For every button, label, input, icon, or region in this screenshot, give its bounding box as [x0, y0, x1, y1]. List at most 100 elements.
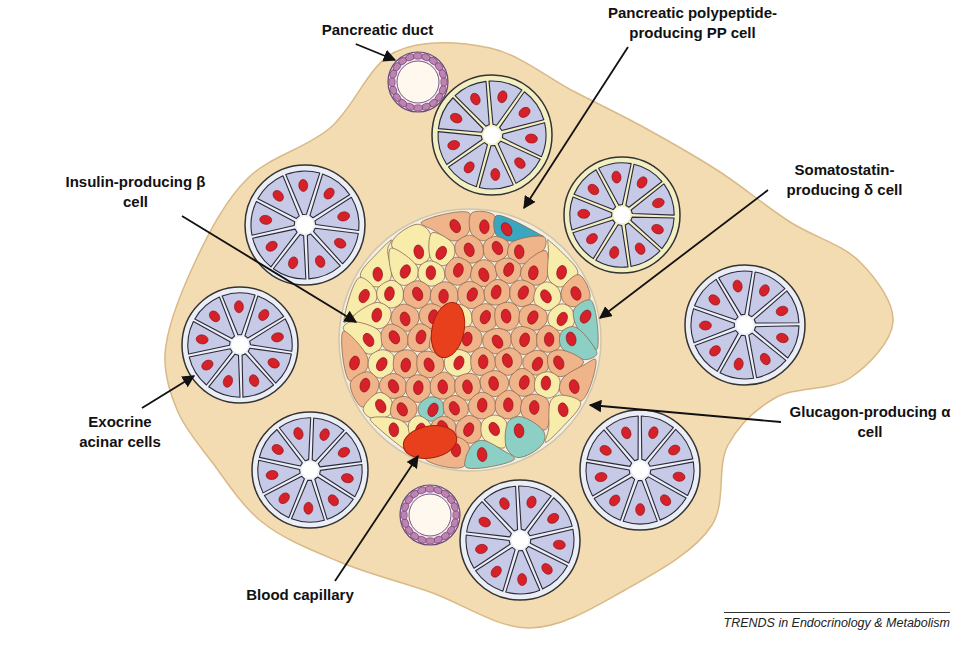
islet-boundary — [339, 209, 601, 471]
acinus-lumen — [296, 216, 313, 233]
duct-lumen — [409, 494, 451, 536]
pancreatic-duct — [400, 485, 460, 545]
cell-nucleus — [413, 380, 424, 395]
duct-cell — [414, 53, 423, 59]
cell-nucleus — [529, 400, 539, 414]
cell-nucleus — [565, 331, 578, 347]
leader-arrow — [590, 405, 781, 422]
endocrine-cell — [495, 302, 520, 330]
cell-nucleus — [426, 402, 440, 419]
acinus-outline — [432, 75, 552, 195]
cell-nucleus — [437, 379, 448, 394]
cell-nucleus — [489, 564, 503, 579]
acinus — [685, 265, 805, 385]
endocrine-cell — [363, 392, 392, 418]
acinar-cell — [484, 486, 517, 531]
cell-nucleus — [266, 470, 279, 481]
acinar-cell — [466, 535, 510, 568]
cell-nucleus — [337, 211, 351, 222]
acinar-cell — [250, 319, 293, 351]
cell-nucleus — [651, 197, 665, 209]
cell-nucleus — [540, 561, 555, 576]
cell-nucleus — [488, 376, 500, 392]
tissue-drawing — [165, 43, 893, 628]
duct-wall — [388, 52, 448, 112]
acinar-cell — [599, 163, 632, 205]
acinar-cell — [586, 462, 630, 496]
cell-nucleus — [667, 443, 682, 457]
callout-label: Somatostatin-producing δ cell — [772, 160, 917, 200]
cell-nucleus — [555, 311, 569, 328]
cell-nucleus — [477, 267, 491, 283]
callout-label: Exocrine acinar cells — [65, 412, 175, 452]
cell-nucleus — [196, 334, 209, 345]
cell-nucleus — [707, 293, 722, 308]
tissue-outline — [165, 43, 893, 628]
cell-nucleus — [361, 331, 376, 348]
cell-nucleus — [304, 502, 313, 514]
leader-arrow — [182, 216, 356, 322]
cell-nucleus — [462, 160, 476, 175]
cell-nucleus — [477, 515, 492, 528]
cell-nucleus — [388, 422, 399, 437]
cell-nucleus — [477, 398, 487, 412]
cell-nucleus — [757, 283, 771, 298]
cell-nucleus — [469, 92, 482, 107]
cell-nucleus — [775, 332, 789, 344]
cell-nucleus — [287, 256, 299, 270]
cell-nucleus — [415, 329, 428, 345]
acinar-cell — [307, 234, 340, 279]
endocrine-cell — [521, 250, 549, 285]
cell-nucleus — [348, 355, 361, 371]
cell-nucleus — [292, 426, 304, 440]
acinar-cell — [648, 429, 693, 466]
duct-cell — [401, 511, 407, 520]
cell-nucleus — [387, 329, 402, 346]
cell-nucleus — [501, 353, 514, 369]
cell-nucleus — [477, 447, 488, 462]
endocrine-cell — [534, 372, 560, 398]
endocrine-cell — [495, 390, 522, 419]
blood-capillary — [427, 299, 470, 360]
callout-label: Blood capillary — [230, 585, 370, 605]
cell-nucleus — [490, 240, 505, 257]
acinus-outline — [252, 412, 368, 528]
leader-arrow — [335, 456, 418, 581]
cell-nucleus — [398, 263, 412, 280]
cell-nucleus — [413, 244, 425, 260]
cell-nucleus — [322, 186, 336, 201]
cell-nucleus — [374, 356, 389, 373]
acinus — [252, 412, 368, 528]
endocrine-cell — [505, 417, 545, 458]
cell-nucleus — [465, 286, 479, 303]
islet-cells — [342, 211, 599, 468]
cell-nucleus — [271, 332, 285, 343]
leader-arrow — [142, 376, 194, 408]
cell-nucleus — [607, 493, 622, 508]
acinus-outline — [685, 265, 805, 385]
endocrine-cell — [408, 324, 433, 352]
callout-label: Glucagon-producing α cell — [785, 402, 955, 442]
cell-nucleus — [552, 354, 566, 371]
endocrine-cell — [430, 372, 455, 399]
acinar-cell — [754, 291, 799, 323]
acinus — [564, 157, 680, 273]
cell-nucleus — [357, 288, 371, 305]
cell-nucleus — [439, 289, 449, 303]
acinar-cell — [449, 143, 488, 187]
cell-nucleus — [586, 182, 601, 197]
acinus — [182, 287, 298, 403]
cell-nucleus — [326, 493, 340, 508]
acinus-lumen — [614, 207, 631, 224]
acinar-cell — [631, 184, 674, 215]
acinus-lumen — [511, 531, 528, 548]
cell-nucleus — [449, 112, 464, 125]
duct-cell — [426, 486, 435, 492]
acinus-lumen — [232, 337, 249, 354]
duct-cell — [389, 78, 395, 87]
acinar-cell — [455, 81, 489, 126]
acinus-lumen — [631, 461, 648, 478]
duct-cell — [438, 69, 447, 80]
cell-nucleus — [733, 357, 744, 370]
